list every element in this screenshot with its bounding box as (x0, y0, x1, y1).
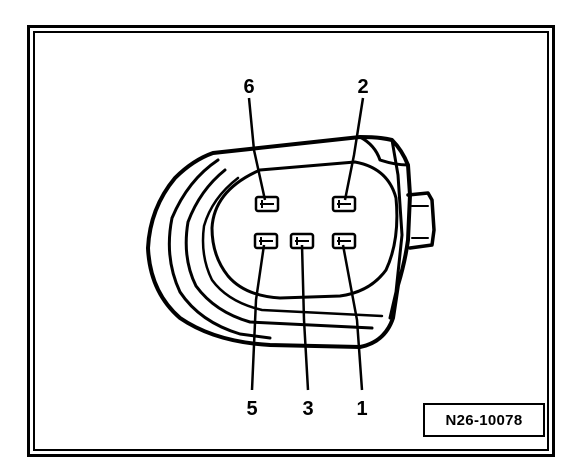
housing-right-edge (388, 138, 404, 320)
pin-label-5: 5 (246, 398, 258, 420)
leader-5 (250, 244, 266, 391)
leader-1 (341, 244, 364, 391)
latch-tab-inner (411, 205, 429, 239)
contact-face (210, 160, 399, 300)
reference-code-box: N26-10078 (423, 403, 545, 437)
pin-6-contact (254, 195, 280, 213)
reference-code: N26-10078 (445, 411, 523, 429)
connector-housing-ridge-3 (201, 176, 384, 318)
leader-3 (300, 244, 310, 391)
pin-5-contact (253, 232, 279, 250)
leader-lines (247, 97, 365, 391)
inner-frame (33, 31, 549, 451)
pin-2-contact (331, 195, 357, 213)
connector-housing-ridge-1 (167, 158, 272, 340)
connector-housing-ridge-2 (184, 168, 374, 330)
pin-contacts (253, 195, 357, 250)
pin-label-6: 6 (243, 76, 255, 98)
latch-tab (406, 191, 436, 250)
latch-notch (358, 135, 410, 167)
pin-label-2: 2 (357, 76, 369, 98)
leader-2 (343, 97, 365, 201)
pin-label-3: 3 (302, 398, 314, 420)
leader-6 (247, 97, 267, 201)
pin-label-1: 1 (356, 398, 368, 420)
outer-frame (27, 25, 555, 457)
connector-housing-outer (146, 135, 412, 349)
